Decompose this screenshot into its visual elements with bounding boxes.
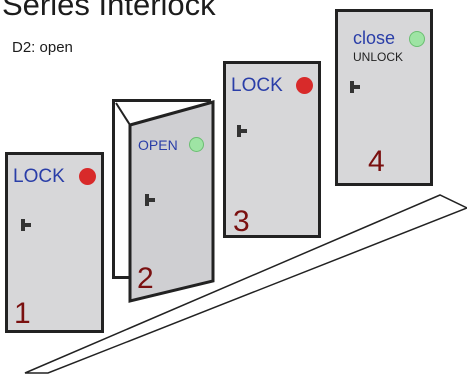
door-1-handle-icon <box>21 219 31 231</box>
door-4: close UNLOCK 4 <box>335 9 433 186</box>
door-2-state-label: OPEN <box>138 137 178 153</box>
door-4-handle-icon <box>350 81 360 93</box>
door-3-handle-icon <box>237 125 247 137</box>
door-1-lock-indicator <box>79 168 96 185</box>
door-status-text: D2: open <box>12 39 73 56</box>
door-4-sub-label: UNLOCK <box>353 50 404 64</box>
door-1-number: 1 <box>14 297 31 330</box>
door-2-handle-icon <box>145 194 155 206</box>
door-1: LOCK 1 <box>5 152 104 333</box>
door-3-number: 3 <box>233 205 250 238</box>
diagram-title: Series Interlock <box>2 0 216 22</box>
door-2-number: 2 <box>137 262 154 295</box>
door-4-number: 4 <box>368 145 385 178</box>
door-4-state-label: close <box>353 28 396 48</box>
door-3: LOCK 3 <box>223 61 321 238</box>
door-3-lock-indicator <box>296 77 313 94</box>
door-1-state-label: LOCK <box>13 166 65 187</box>
door-2-open-indicator <box>189 137 204 152</box>
door-4-unlock-indicator <box>409 31 425 47</box>
door-3-state-label: LOCK <box>231 75 283 96</box>
